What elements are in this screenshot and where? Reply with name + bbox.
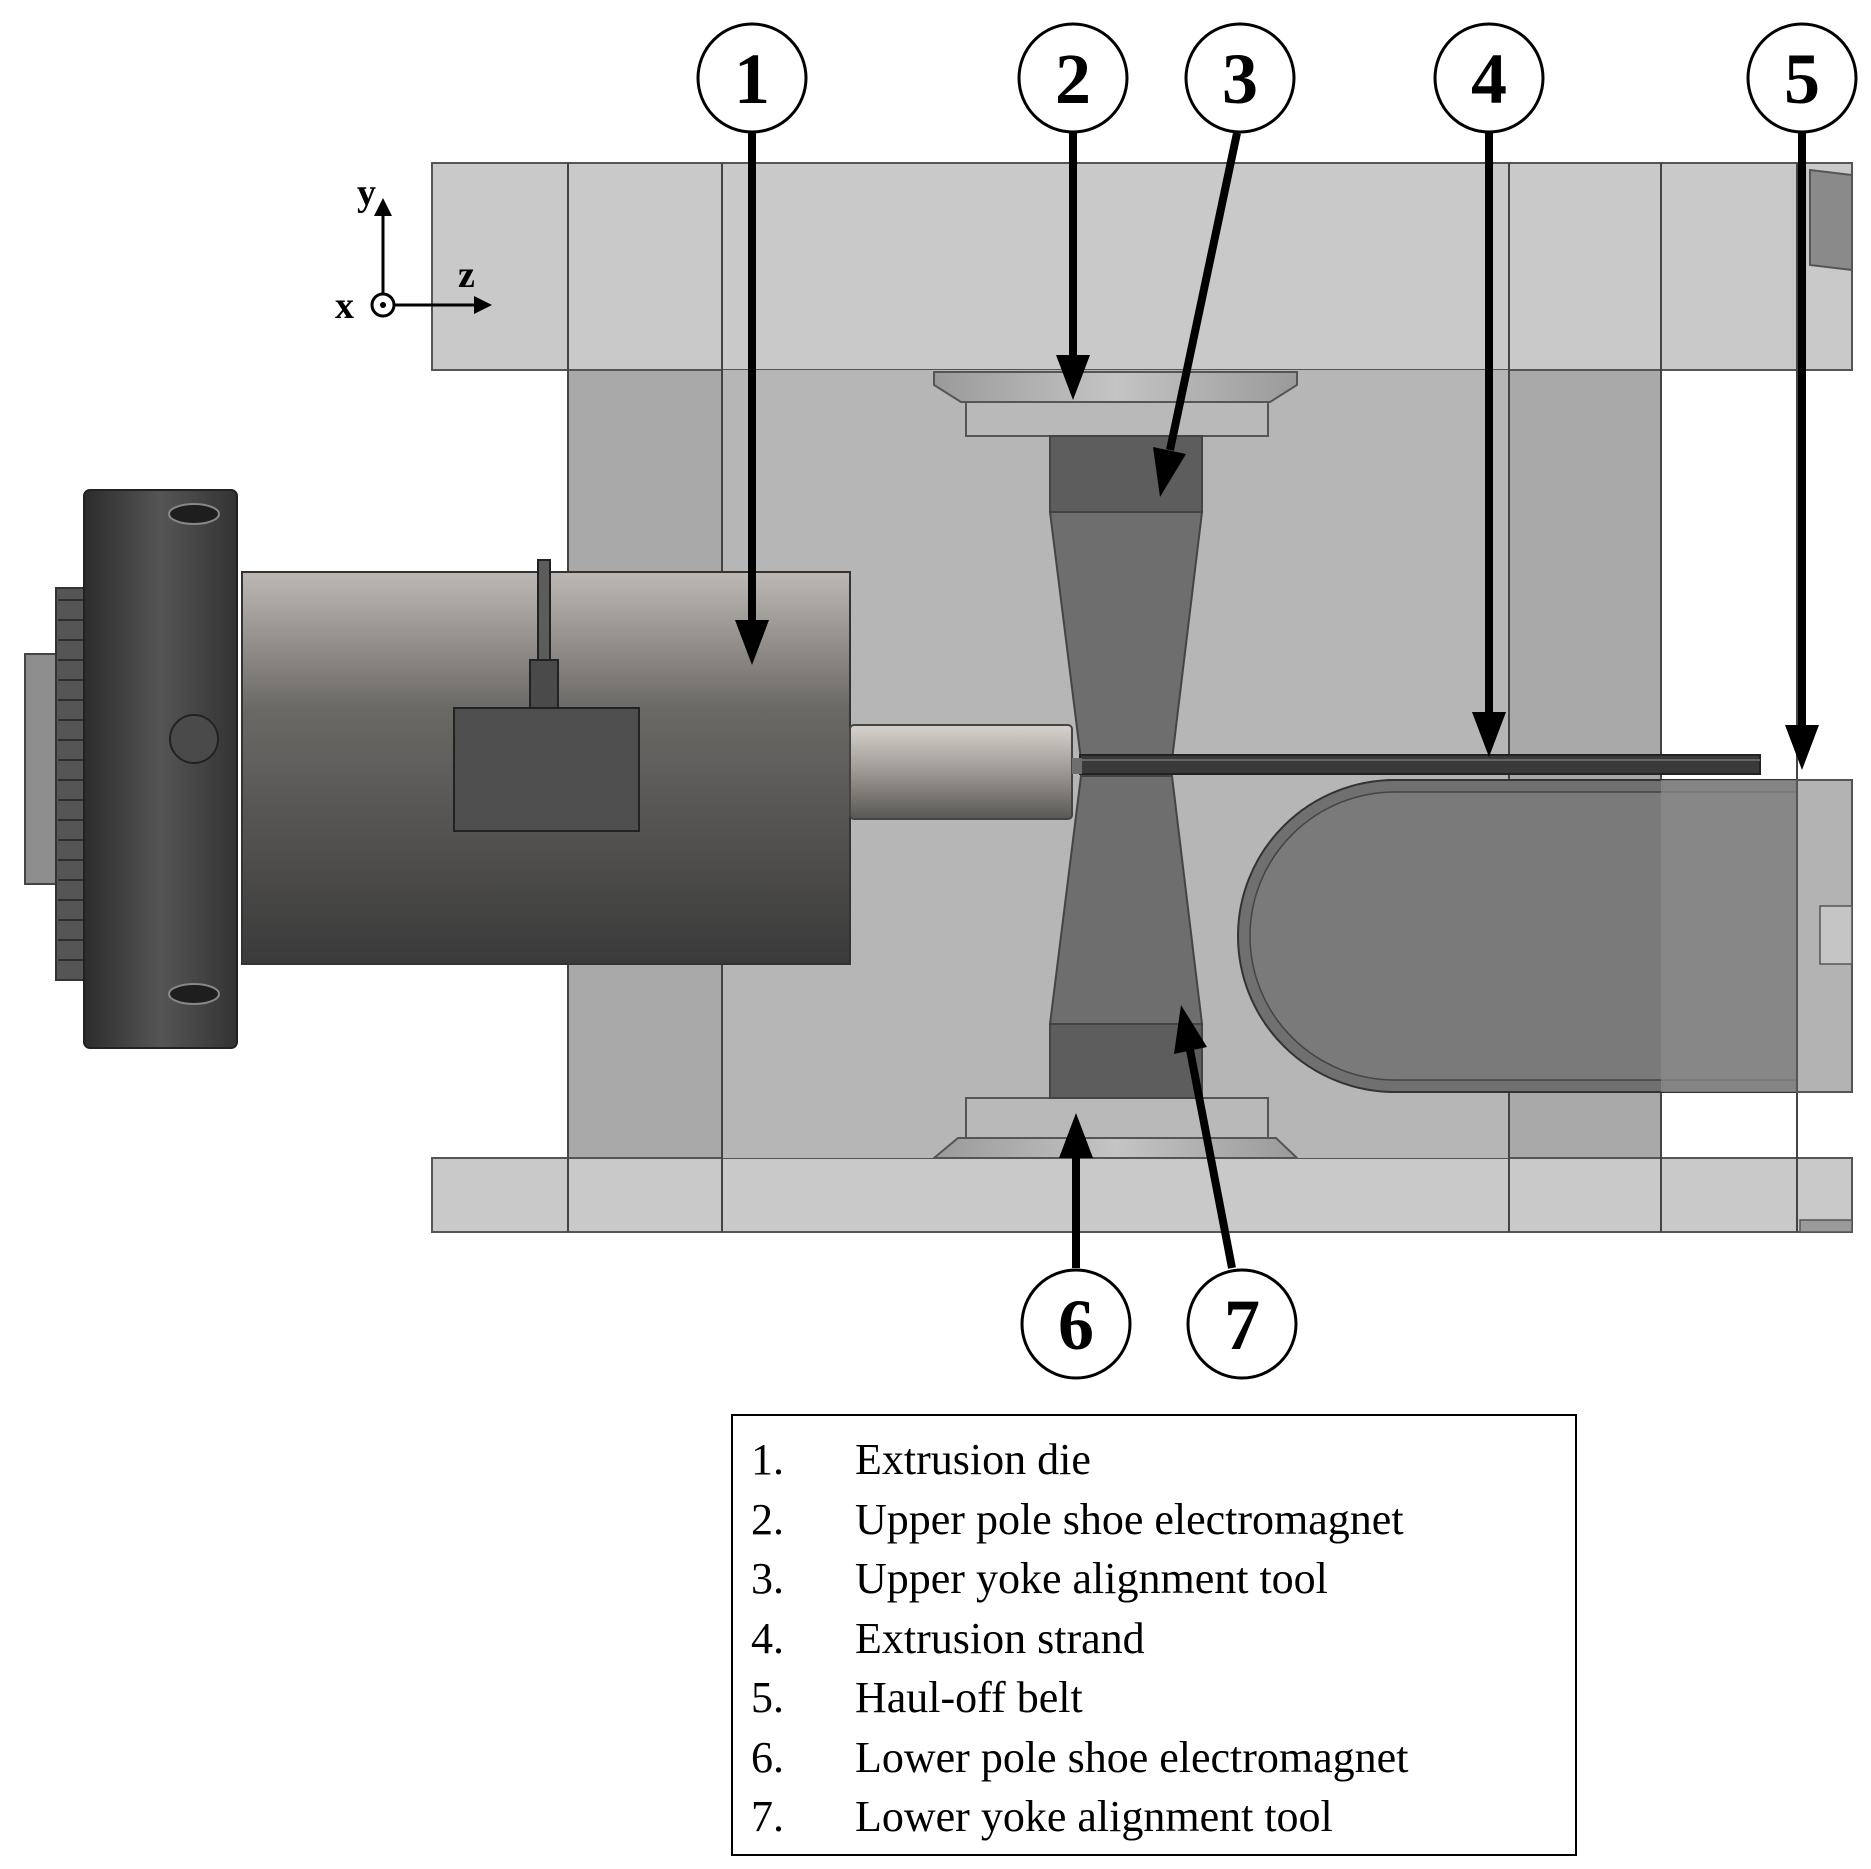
callout-circles: 1 2 3 4 5 6 7 [696,22,1858,1380]
legend-item: 2. Upper pole shoe electromagnet [751,1490,1575,1550]
lower-yoke-alignment-tool [1048,775,1204,1099]
die-flange [83,489,238,1049]
extrusion-die [24,489,1082,1049]
callout-5-number: 5 [1784,39,1820,119]
callout-6-number: 6 [1058,1285,1094,1365]
leader-arrowhead-2-icon [1056,355,1090,400]
legend-item-number: 4. [751,1613,784,1663]
legend-item-label: Upper yoke alignment tool [855,1554,1328,1603]
leader-arrowhead-6-icon [1059,1113,1093,1158]
die-threaded-ring [55,587,87,981]
legend-item-label: Haul-off belt [855,1673,1083,1722]
callout-3-number: 3 [1222,39,1258,119]
upper-yoke-alignment-tool [1048,435,1204,761]
coordinate-axes: y z x [335,172,492,327]
callout-3: 3 [1184,22,1296,134]
legend-item-number: 3. [751,1554,784,1603]
extrusion-strand [1079,754,1761,775]
flange-hole-bottom [168,983,220,1005]
legend-item-label: Lower pole shoe electromagnet [855,1732,1409,1782]
callout-1: 1 [696,22,808,134]
legend-item: 3. Upper yoke alignment tool [751,1549,1575,1609]
callout-2: 2 [1017,22,1129,134]
legend-item-number: 7. [751,1792,784,1841]
legend-item-label: Extrusion die [855,1435,1091,1484]
die-sensor-block [453,707,640,832]
callout-2-number: 2 [1055,39,1091,119]
die-sensor-probe [537,559,551,666]
leader-arrowhead-5-icon [1785,725,1819,770]
legend-item-number: 1. [751,1435,784,1484]
upper-pole-shoe [933,371,1298,437]
y-axis-label: y [357,172,376,214]
callout-7: 7 [1186,1268,1298,1380]
legend-item-label: Extrusion strand [855,1613,1145,1663]
callout-6: 6 [1020,1268,1132,1380]
leader-arrowhead-7-icon [1174,1005,1207,1054]
leader-arrowhead-4-icon [1472,712,1506,757]
legend-item-number: 6. [751,1732,784,1782]
legend-item: 5. Haul-off belt [751,1668,1575,1728]
legend-item-number: 5. [751,1673,784,1722]
leader-arrows [735,132,1819,1269]
top-plate [431,162,1853,371]
legend-item-number: 2. [751,1494,784,1544]
leader-arrowhead-1-icon [735,620,769,665]
leader-line-3 [1166,132,1241,451]
legend-item: 7. Lower yoke alignment tool [751,1787,1575,1847]
legend-item-label: Lower yoke alignment tool [855,1792,1333,1841]
callout-7-number: 7 [1224,1285,1260,1365]
callout-5: 5 [1746,22,1858,134]
haul-off-belt [1237,779,1853,1093]
legend: 1. Extrusion die 2. Upper pole shoe electr… [731,1414,1577,1856]
leader-line-7 [1186,1049,1236,1269]
flange-hole-center [169,714,219,764]
bottom-plate [431,1157,1853,1233]
z-axis-label: z [458,254,475,296]
z-axis-arrow-icon [474,296,492,314]
legend-item-label: Upper pole shoe electromagnet [855,1494,1404,1544]
legend-item: 6. Lower pole shoe electromagnet [751,1728,1575,1788]
x-axis-label: x [335,285,354,327]
callout-1-number: 1 [734,39,770,119]
y-axis-arrow-icon [374,198,392,216]
leader-arrowhead-3-icon [1153,447,1186,497]
callout-4: 4 [1433,22,1545,134]
lower-pole-shoe [931,1097,1300,1159]
flange-hole-top [168,503,220,525]
legend-item: 4. Extrusion strand [751,1609,1575,1669]
die-nozzle [849,724,1073,820]
legend-item: 1. Extrusion die [751,1430,1575,1490]
callout-4-number: 4 [1471,39,1507,119]
